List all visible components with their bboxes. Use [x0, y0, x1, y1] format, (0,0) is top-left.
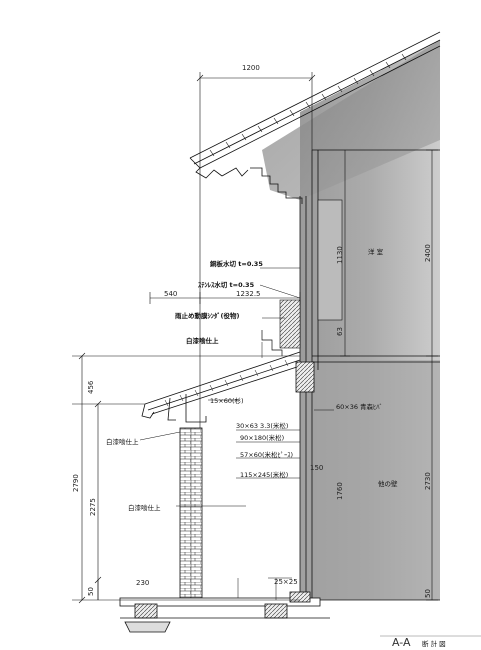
dim-63: 63	[336, 327, 344, 336]
label-30x63: 30×63 3.3(米松)	[236, 421, 288, 430]
dim-2275: 2275	[89, 498, 97, 516]
dim-50-right: 50	[424, 589, 432, 598]
dim-25x25: 25×25	[274, 578, 298, 586]
upper-roof	[189, 31, 441, 179]
label-15x60: 15×60(杉)	[210, 396, 244, 405]
drawing-subtitle: 断 計 図	[422, 639, 446, 648]
upper-eave-brackets	[250, 167, 303, 204]
dim-2790: 2790	[72, 474, 80, 492]
label-stainless-flashing: ｽﾃﾝﾚｽ水切 t=0.35	[198, 280, 255, 289]
dim-456: 456	[87, 380, 95, 394]
dim-1130: 1130	[336, 246, 344, 264]
label-60x36: 60×36 青森ﾋﾊﾞ	[336, 402, 383, 411]
drawing-title: A-A	[392, 636, 411, 649]
interior-window	[317, 199, 343, 321]
label-57x60: 57×60(米松ﾋﾟｰｽ)	[240, 450, 293, 459]
label-sealant: 雨止め動膜ｼﾝﾀﾞ(役物)	[175, 311, 239, 320]
dim-2400: 2400	[424, 244, 432, 262]
label-other-wall: 他の壁	[378, 479, 398, 488]
flashing-block	[279, 299, 301, 349]
label-white-plaster-1: 白漆喰仕上	[186, 336, 219, 345]
annotation-leaders	[139, 267, 334, 600]
shaded-lower-wall	[300, 360, 440, 600]
dim-50-left: 50	[87, 587, 95, 596]
label-white-plaster-2: 白漆喰仕上	[106, 437, 139, 446]
flashing-step	[261, 330, 283, 356]
dim-540: 540	[164, 290, 177, 298]
dim-2730: 2730	[424, 472, 432, 490]
canopy-beam	[295, 361, 315, 393]
dim-1200: 1200	[242, 64, 260, 72]
dim-1232-5: 1232.5	[236, 290, 261, 298]
right-dimension-lines	[340, 149, 438, 601]
label-115x245: 115×245(米松)	[240, 470, 288, 479]
foundation	[119, 591, 330, 633]
shaded-upper-roof-mass	[262, 40, 440, 200]
dim-150: 150	[310, 464, 323, 472]
lower-canopy	[141, 351, 301, 423]
label-room: 洋 室	[368, 247, 384, 256]
dim-1760: 1760	[336, 482, 344, 500]
dim-230: 230	[136, 579, 149, 587]
label-white-plaster-3: 白漆喰仕上	[128, 503, 161, 512]
label-copper-flashing: 銅板水切 t=0.35	[210, 259, 263, 268]
label-90x180: 90×180(米松)	[240, 433, 284, 442]
